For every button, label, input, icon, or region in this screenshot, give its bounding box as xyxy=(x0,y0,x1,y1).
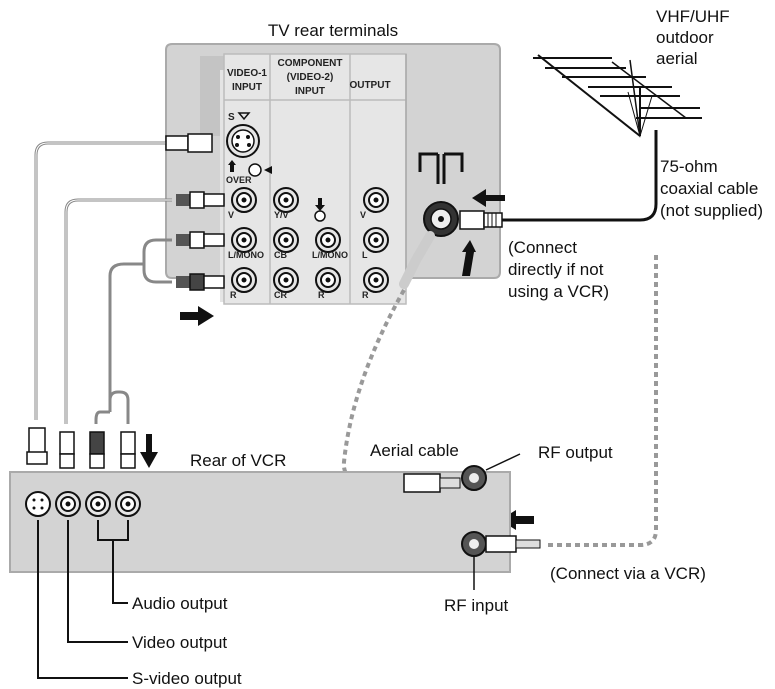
jack-video1-v xyxy=(231,187,257,213)
panel-s-video-jack: S xyxy=(226,112,260,158)
direct-label-line3: using a VCR) xyxy=(508,282,609,301)
arrow-up-antenna xyxy=(462,240,476,276)
label-cb: CB xyxy=(274,250,287,260)
component-label-line3: INPUT xyxy=(295,86,325,97)
vcr-rear xyxy=(9,465,541,573)
jack-output-r xyxy=(363,267,389,293)
panel-antenna-input xyxy=(418,152,464,237)
coax-label-line3: (not supplied) xyxy=(660,201,763,220)
video-cable xyxy=(64,198,172,424)
s-video-output-label: S-video output xyxy=(132,669,242,688)
jack-video1-l xyxy=(231,227,257,253)
vcr-audio-r-jack xyxy=(115,491,141,517)
rf-output-label: RF output xyxy=(538,443,613,462)
arrow-down-vcr xyxy=(140,434,158,468)
aerial-cable-label: Aerial cable xyxy=(370,441,459,460)
jack-component-r xyxy=(315,267,341,293)
over-label: OVER xyxy=(226,175,252,185)
jack-output-l xyxy=(363,227,389,253)
direct-label-line1: (Connect xyxy=(508,238,577,257)
label-output-v: V xyxy=(360,210,366,220)
label-l-mono: L/MONO xyxy=(228,250,264,260)
jack-component-l xyxy=(315,227,341,253)
video-output-label: Video output xyxy=(132,633,227,652)
jack-output-v xyxy=(363,187,389,213)
connect-via-vcr-label: (Connect via a VCR) xyxy=(550,564,706,583)
output-label: OUTPUT xyxy=(349,80,390,91)
label-l-mono-2: L/MONO xyxy=(312,250,348,260)
jack-component-cr xyxy=(273,267,299,293)
arrow-left-antenna xyxy=(472,189,505,207)
rf-input-label: RF input xyxy=(444,596,509,615)
vcr-plugs xyxy=(26,427,136,469)
s-video-cable xyxy=(34,141,166,420)
audio-output-label: Audio output xyxy=(132,594,228,613)
vcr-s-video-jack xyxy=(25,491,51,517)
jack-component-cb xyxy=(273,227,299,253)
label-r: R xyxy=(230,290,237,300)
antenna-plug xyxy=(459,130,658,230)
component-label-line2: (VIDEO-2) xyxy=(287,72,334,83)
video1-label-line1: VIDEO-1 xyxy=(227,68,267,79)
over-switch: OVER xyxy=(226,160,272,185)
coax-label-line1: 75-ohm xyxy=(660,157,718,176)
direct-label-line2: directly if not xyxy=(508,260,604,279)
video1-label-line2: INPUT xyxy=(232,82,262,93)
label-output-l: L xyxy=(362,250,368,260)
arrow-right-panel xyxy=(180,306,214,326)
label-v: V xyxy=(228,210,234,220)
jack-video1-r xyxy=(231,267,257,293)
panel-headers: VIDEO-1 INPUT COMPONENT (VIDEO-2) INPUT … xyxy=(227,58,391,97)
panel-plugs xyxy=(165,133,225,291)
leader-lines xyxy=(37,453,521,679)
tv-rear-terminals-label: TV rear terminals xyxy=(268,21,398,40)
vcr-video-jack xyxy=(55,491,81,517)
coax-to-vcr-dashed xyxy=(548,255,658,547)
tv-rear-panel xyxy=(165,43,501,305)
aerial-antenna-icon xyxy=(533,54,702,138)
audio-cable-loop xyxy=(142,238,172,284)
audio-cable xyxy=(108,262,144,412)
vcr-audio-l-jack xyxy=(85,491,111,517)
label-r-2: R xyxy=(318,290,325,300)
rear-of-vcr-label: Rear of VCR xyxy=(190,451,286,470)
jack-component-y xyxy=(273,187,299,213)
aerial-label-line3: aerial xyxy=(656,49,698,68)
panel-jacks: V L/MONO R Y/V CB CR L/MONO R V L R xyxy=(228,187,389,300)
coax-label-line2: coaxial cable xyxy=(660,179,758,198)
label-output-r: R xyxy=(362,290,369,300)
s-label: S xyxy=(228,112,235,123)
aerial-label-line1: VHF/UHF xyxy=(656,7,730,26)
label-y-v: Y/V xyxy=(274,210,289,220)
aerial-cable-plug xyxy=(399,231,435,289)
cables xyxy=(34,141,172,424)
aerial-label-line2: outdoor xyxy=(656,28,714,47)
labels: TV rear terminals VHF/UHF outdoor aerial… xyxy=(132,7,763,688)
label-cr: CR xyxy=(274,290,287,300)
component-label-line1: COMPONENT xyxy=(278,58,343,69)
